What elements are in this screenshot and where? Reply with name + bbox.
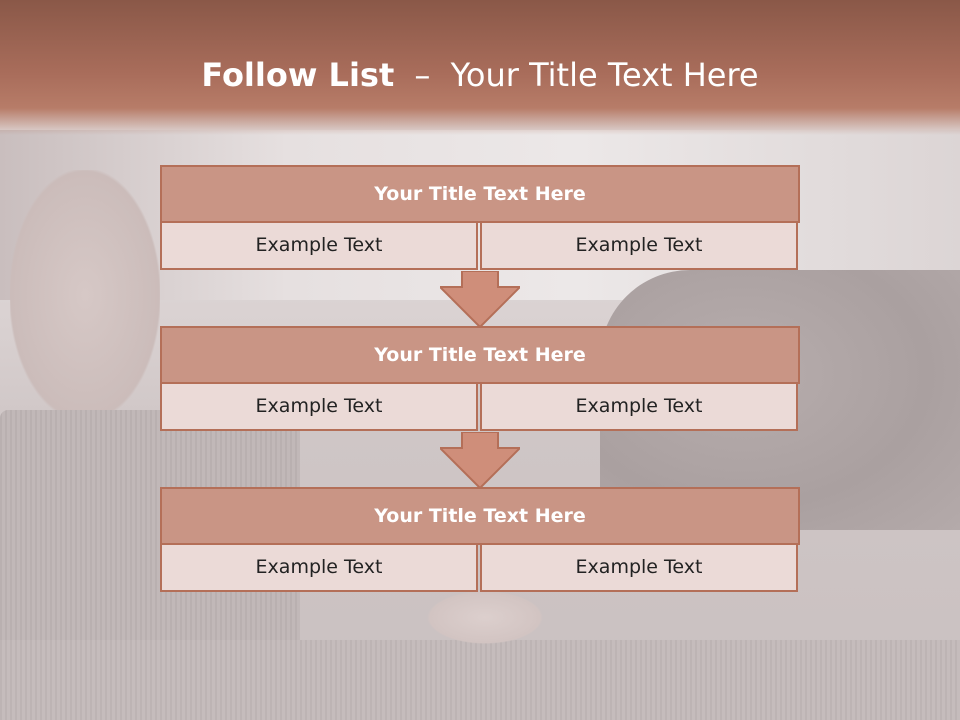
slide-title-rest: Your Title Text Here: [450, 56, 759, 94]
block-cell-right: Example Text: [480, 382, 798, 431]
title-banner: [0, 0, 960, 135]
block-cell-right: Example Text: [480, 543, 798, 592]
slide-title-dash: –: [414, 56, 431, 94]
block-title: Your Title Text Here: [160, 165, 800, 223]
slide-title-bold: Follow List: [201, 56, 395, 94]
list-block-3: Your Title Text Here Example Text Exampl…: [160, 487, 800, 592]
block-title: Your Title Text Here: [160, 326, 800, 384]
down-arrow-icon: [440, 432, 520, 488]
list-block-1: Your Title Text Here Example Text Exampl…: [160, 165, 800, 270]
down-arrow-icon: [440, 271, 520, 327]
block-cell-left: Example Text: [160, 543, 478, 592]
list-block-2: Your Title Text Here Example Text Exampl…: [160, 326, 800, 431]
block-cell-right: Example Text: [480, 221, 798, 270]
block-title: Your Title Text Here: [160, 487, 800, 545]
background-sofa-seat: [0, 640, 960, 720]
background-hand: [425, 590, 545, 645]
slide-title: Follow List – Your Title Text Here: [0, 56, 960, 94]
background-arm: [10, 170, 160, 420]
block-cell-left: Example Text: [160, 221, 478, 270]
block-cell-left: Example Text: [160, 382, 478, 431]
